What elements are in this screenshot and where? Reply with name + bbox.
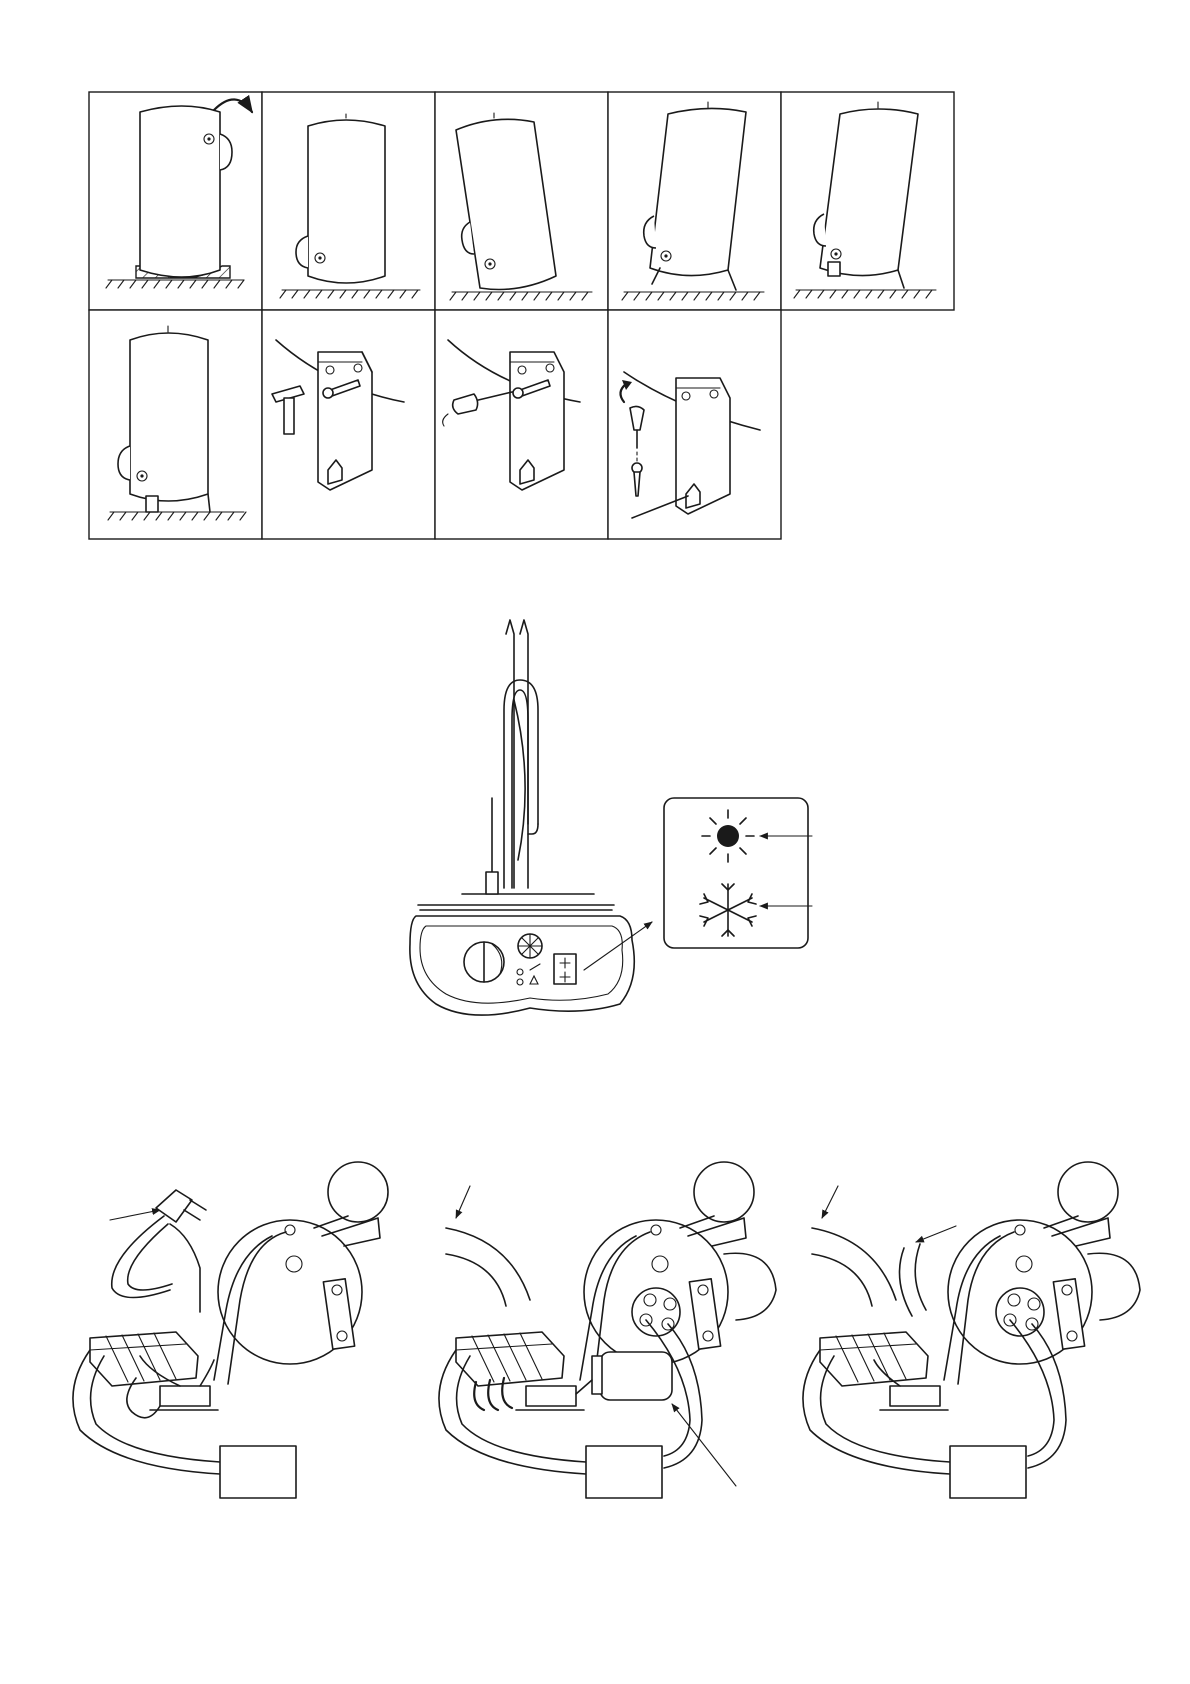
mode-selector-detail [664, 798, 812, 948]
heating-element-assembly [410, 620, 652, 1015]
wiring-diagram-3 [803, 1162, 1140, 1498]
thermostat-dial-icon [518, 934, 542, 958]
option-marker-2 [694, 1162, 754, 1222]
option-marker-1 [328, 1162, 388, 1222]
wiring-diagram-2 [439, 1162, 776, 1498]
sun-icon [702, 810, 754, 862]
installation-steps-grid [89, 92, 954, 539]
wiring-diagram-1 [73, 1162, 388, 1498]
option-marker-3 [1058, 1162, 1118, 1222]
